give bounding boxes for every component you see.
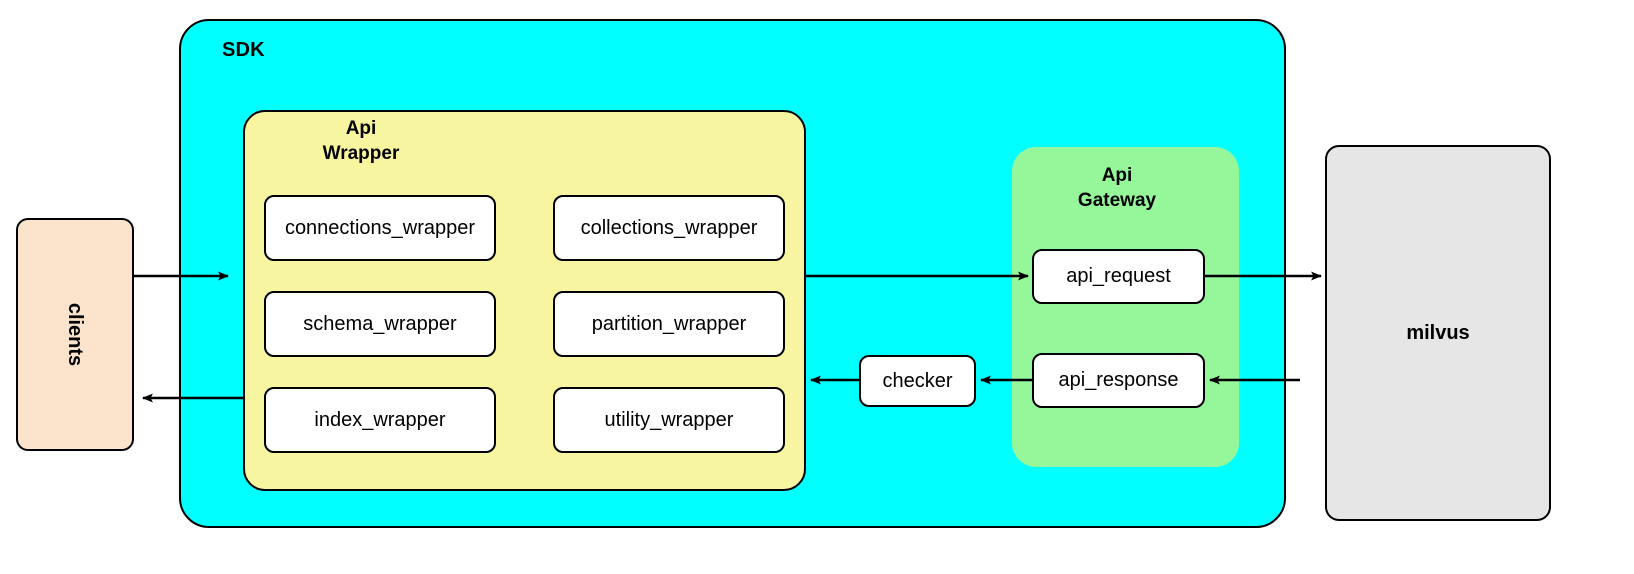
node-partition-wrapper[interactable]: partition_wrapper bbox=[553, 291, 785, 357]
api-gateway-label-line2: Gateway bbox=[1077, 190, 1157, 211]
node-clients[interactable]: clients bbox=[16, 218, 134, 451]
node-checker[interactable]: checker bbox=[859, 355, 976, 407]
api-wrapper-label-line1: Api bbox=[345, 118, 377, 139]
node-utility-wrapper[interactable]: utility_wrapper bbox=[553, 387, 785, 453]
api-wrapper-label: Api Wrapper bbox=[256, 116, 466, 166]
node-index-wrapper[interactable]: index_wrapper bbox=[264, 387, 496, 453]
api-gateway-label-line1: Api bbox=[1101, 165, 1133, 186]
api-gateway-container bbox=[1012, 147, 1239, 467]
node-milvus[interactable]: milvus bbox=[1325, 145, 1551, 521]
node-api-response[interactable]: api_response bbox=[1032, 353, 1205, 408]
node-api-request[interactable]: api_request bbox=[1032, 249, 1205, 304]
api-gateway-label: Api Gateway bbox=[1022, 163, 1212, 213]
node-collections-wrapper[interactable]: collections_wrapper bbox=[553, 195, 785, 261]
clients-label: clients bbox=[64, 302, 87, 367]
sdk-label: SDK bbox=[222, 39, 265, 61]
node-connections-wrapper[interactable]: connections_wrapper bbox=[264, 195, 496, 261]
node-schema-wrapper[interactable]: schema_wrapper bbox=[264, 291, 496, 357]
api-wrapper-label-line2: Wrapper bbox=[322, 143, 400, 164]
